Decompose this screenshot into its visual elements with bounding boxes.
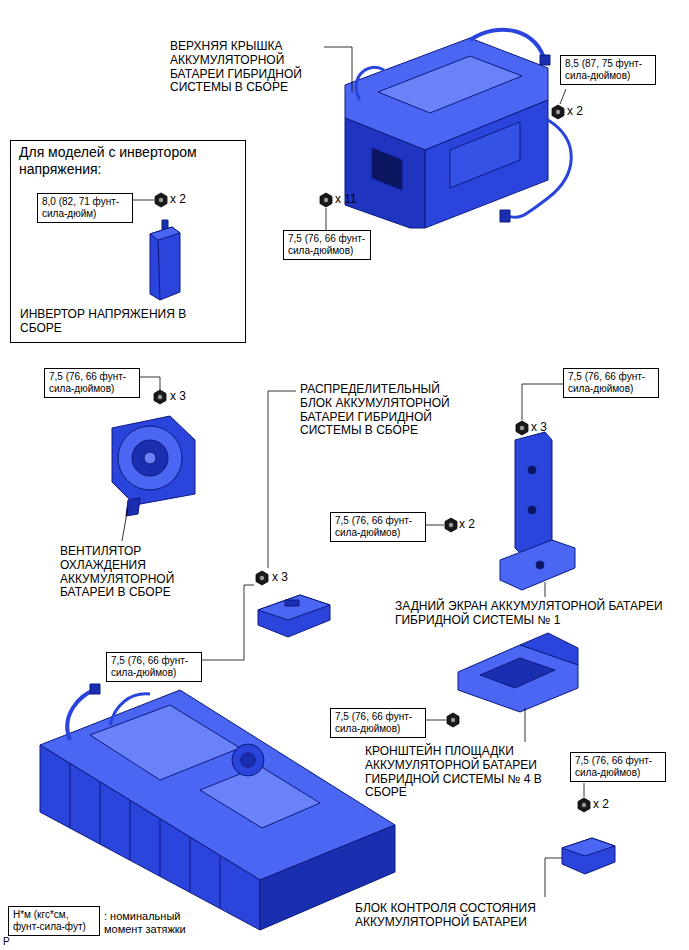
quantity: x 3	[531, 421, 571, 435]
leader-line	[122, 47, 584, 897]
quantity: x 11	[335, 193, 375, 207]
legend-box: Н*м (кгс*см, фунт-сила-фут)	[8, 906, 100, 936]
quantity: x 2	[593, 798, 633, 812]
torque-box: 7,5 (76, 66 фунт-сила-дюймов)	[330, 708, 426, 738]
torque-box: 8,5 (87, 75 фунт-сила-дюймов)	[560, 55, 656, 85]
part-name: БЛОК КОНТРОЛЯ СОСТОЯНИЯ АККУМУЛЯТОРНОЙ Б…	[355, 902, 600, 930]
quantity: x 2	[170, 193, 210, 207]
part-name: РАСПРЕДЕЛИТЕЛЬНЫЙ БЛОК АККУМУЛЯТОРНОЙ БА…	[300, 383, 468, 438]
part-name: ВЕНТИЛЯТОР ОХЛАЖДЕНИЯ АККУМУЛЯТОРНОЙ БАТ…	[60, 545, 200, 600]
torque-value: 7,5 (76, 66 фунт-сила-дюймов)	[575, 755, 661, 779]
torque-box: 7,5 (76, 66 фунт-сила-дюймов)	[330, 512, 426, 542]
rear-shield-figure	[500, 432, 575, 590]
panel-heading: Для моделей с инвертором напряжения:	[19, 144, 237, 178]
torque-box: 7,5 (76, 66 фунт-сила-дюймов)	[283, 230, 371, 260]
quantity: x 3	[272, 571, 312, 585]
fan-figure	[112, 416, 195, 516]
torque-value: 7,5 (76, 66 фунт-сила-дюймов)	[288, 233, 366, 257]
quantity: x 2	[567, 105, 607, 119]
torque-box: 7,5 (76, 66 фунт-сила-дюймов)	[106, 652, 202, 682]
figure-code: P	[3, 936, 17, 948]
torque-box: 7,5 (76, 66 фунт-сила-дюймов)	[563, 368, 659, 398]
monitor-unit-figure	[562, 838, 615, 874]
bolt-symbol	[154, 105, 590, 812]
torque-box: 7,5 (76, 66 фунт-сила-дюймов)	[44, 368, 140, 398]
part-name: ВЕРХНЯЯ КРЫШКА АККУМУЛЯТОРНОЙ БАТАРЕИ ГИ…	[170, 40, 320, 95]
torque-value: 8,0 (82, 71 фунт-сила-дюйм)	[42, 196, 128, 220]
legend-text: : номинальный момент затяжки	[104, 910, 214, 935]
part-name: ЗАДНИЙ ЭКРАН АККУМУЛЯТОРНОЙ БАТАРЕИ ГИБР…	[395, 600, 665, 628]
torque-box: 8,0 (82, 71 фунт-сила-дюйм)	[37, 193, 133, 223]
quantity: x 2	[459, 518, 499, 532]
part-name: ИНВЕРТОР НАПРЯЖЕНИЯ В СБОРЕ	[20, 308, 210, 336]
inverter-figure	[150, 220, 180, 300]
bracket-figure	[458, 633, 578, 712]
junction-block-figure	[258, 595, 330, 637]
torque-value: 8,5 (87, 75 фунт-сила-дюймов)	[565, 58, 651, 82]
torque-value: 7,5 (76, 66 фунт-сила-дюймов)	[111, 655, 197, 679]
torque-value: 7,5 (76, 66 фунт-сила-дюймов)	[335, 711, 421, 735]
quantity: x 3	[170, 390, 210, 404]
torque-value: Н*м (кгс*см, фунт-сила-фут)	[13, 909, 95, 933]
torque-box: 7,5 (76, 66 фунт-сила-дюймов)	[570, 752, 666, 782]
torque-value: 7,5 (76, 66 фунт-сила-дюймов)	[49, 371, 135, 395]
part-name: КРОНШТЕЙН ПЛОЩАДКИ АККУМУЛЯТОРНОЙ БАТАРЕ…	[365, 745, 543, 800]
upper-cover-figure	[345, 30, 571, 228]
torque-value: 7,5 (76, 66 фунт-сила-дюймов)	[335, 515, 421, 539]
torque-value: 7,5 (76, 66 фунт-сила-дюймов)	[568, 371, 654, 395]
